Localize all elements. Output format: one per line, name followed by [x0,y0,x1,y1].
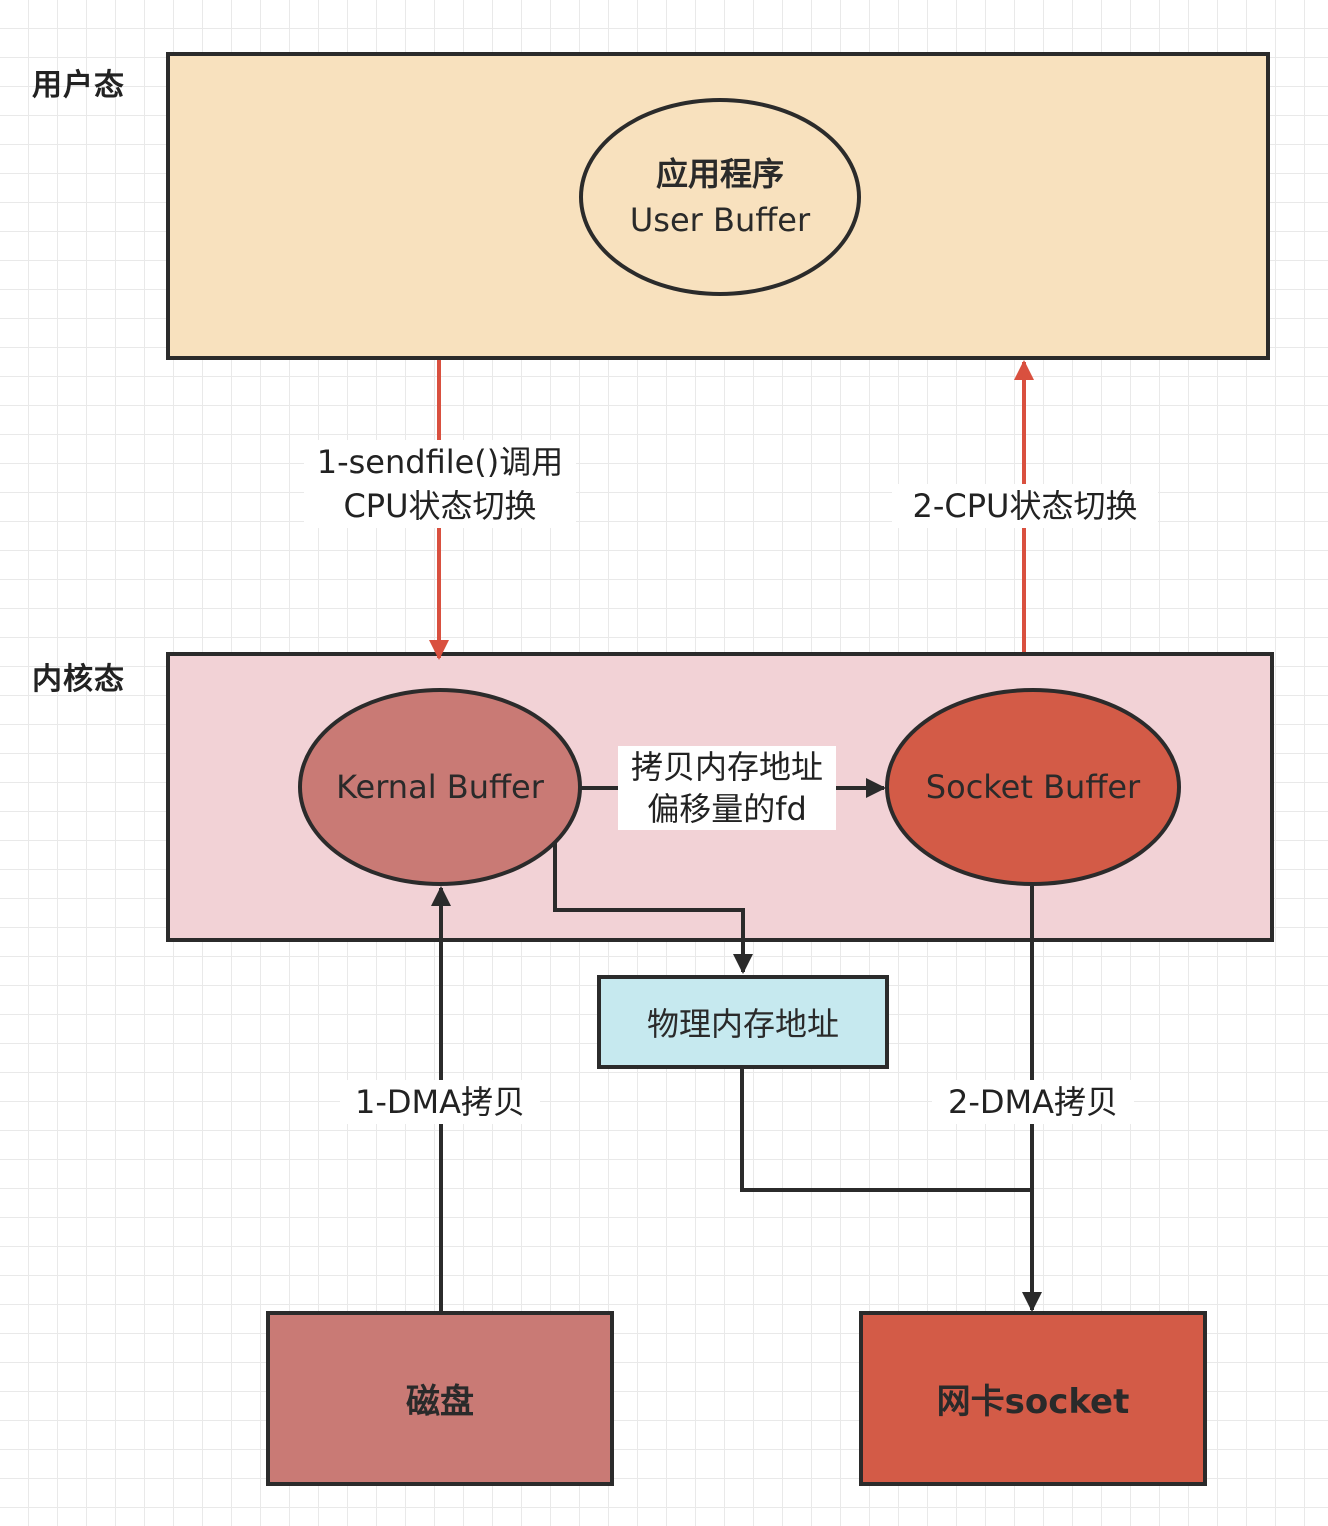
nic-label: 网卡socket [936,1382,1130,1422]
disk-node: 磁盘 [266,1311,614,1486]
fd-copy-label: 拷贝内存地址 偏移量的fd [618,746,836,830]
dma-2-label-text: 2-DMA拷贝 [947,1083,1119,1121]
cpu-switch-label-text: 2-CPU状态切换 [912,487,1138,525]
kernel-buffer-node: Kernal Buffer [298,688,582,886]
socket-buffer-label: Socket Buffer [925,768,1141,806]
sendfile-label: 1-sendfile()调用 CPU状态切换 [304,440,576,528]
physical-to-nic-line [740,1066,1032,1192]
physical-memory-node: 物理内存地址 [597,975,889,1069]
disk-label: 磁盘 [406,1382,474,1422]
user-mode-label: 用户态 [32,68,125,103]
dma-1-label: 1-DMA拷贝 [340,1080,540,1124]
sendfile-label-line2: CPU状态切换 [343,487,537,525]
physical-memory-label: 物理内存地址 [646,1005,839,1043]
sendfile-label-line1: 1-sendfile()调用 [316,443,564,481]
fd-copy-label-line1: 拷贝内存地址 [630,748,823,786]
cpu-switch-label: 2-CPU状态切换 [892,484,1158,528]
user-buffer-node: 应用程序 User Buffer [579,98,861,296]
dma-1-label-text: 1-DMA拷贝 [354,1083,526,1121]
user-buffer-subtitle: User Buffer [629,201,811,239]
user-buffer-title: 应用程序 [655,155,784,193]
nic-node: 网卡socket [859,1311,1207,1486]
fd-copy-label-line2: 偏移量的fd [647,790,807,828]
kernel-mode-label: 内核态 [32,662,125,697]
kernel-to-physical-arrow [553,842,753,974]
dma-2-label: 2-DMA拷贝 [932,1080,1134,1124]
kernel-buffer-label: Kernal Buffer [336,768,544,806]
socket-buffer-node: Socket Buffer [885,688,1181,886]
